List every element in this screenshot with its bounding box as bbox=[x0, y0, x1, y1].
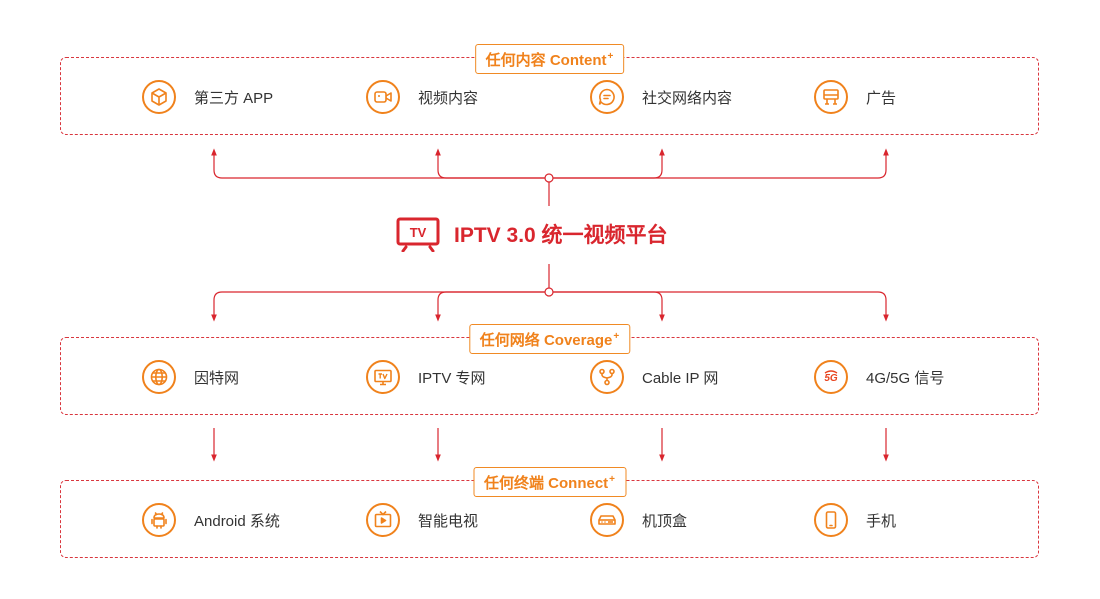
connect-item-android: Android 系统 bbox=[142, 501, 280, 539]
connector-up-3 bbox=[549, 148, 665, 179]
tv-icon: TV bbox=[396, 217, 440, 252]
content-item-label: 社交网络内容 bbox=[642, 89, 733, 107]
content-item-ads: 广告 bbox=[814, 78, 896, 116]
network-node-icon bbox=[590, 360, 624, 394]
coverage-item-label: 因特网 bbox=[194, 369, 240, 387]
connect-item-smart-tv: 智能电视 bbox=[366, 501, 478, 539]
svg-text:5G: 5G bbox=[824, 373, 838, 384]
platform-title: IPTV 3.0 统一视频平台 bbox=[454, 224, 668, 247]
coverage-item-iptv-network: IPTV 专网 bbox=[366, 358, 486, 396]
content-item-label: 视频内容 bbox=[418, 89, 479, 107]
5g-icon: 5G bbox=[814, 360, 848, 394]
content-item-third-party-app: 第三方 APP bbox=[142, 78, 273, 116]
connect-item-mobile: 手机 bbox=[814, 501, 896, 539]
coverage-tag: 任何网络 Coverage+ bbox=[468, 324, 631, 354]
tv-network-icon bbox=[366, 360, 400, 394]
connect-item-set-top-box: 机顶盒 bbox=[590, 501, 687, 539]
coverage-panel: 任何网络 Coverage+ 因特网 IPTV 专网 Cable IP 网 5G… bbox=[60, 324, 1039, 415]
connect-panel: 任何终端 Connect+ Android 系统 智能电视 机顶盒 手机 bbox=[60, 467, 1039, 558]
coverage-item-label: IPTV 专网 bbox=[418, 369, 486, 387]
connector-up-1 bbox=[211, 148, 549, 179]
coverage-item-label: Cable IP 网 bbox=[642, 369, 719, 387]
coverage-item-mobile-signal: 5G 4G/5G 信号 bbox=[814, 358, 944, 396]
junction-bottom bbox=[544, 287, 554, 297]
junction-top bbox=[544, 173, 554, 183]
cube-icon bbox=[142, 80, 176, 114]
coverage-item-internet: 因特网 bbox=[142, 358, 239, 396]
content-panel: 任何内容 Content+ 第三方 APP 视频内容 社交网络内容 广告 bbox=[60, 44, 1039, 135]
connector-up-2 bbox=[435, 148, 549, 179]
connect-item-label: 机顶盒 bbox=[642, 512, 688, 530]
content-tag: 任何内容 Content+ bbox=[474, 44, 625, 74]
connector-up-4 bbox=[549, 148, 889, 179]
connector-down-4 bbox=[549, 291, 889, 322]
content-item-social: 社交网络内容 bbox=[590, 78, 732, 116]
connect-tag: 任何终端 Connect+ bbox=[472, 467, 627, 497]
platform-title-block: TV IPTV 3.0 统一视频平台 bbox=[396, 214, 668, 254]
connector-down-2 bbox=[435, 291, 549, 322]
billboard-icon bbox=[814, 80, 848, 114]
content-item-label: 广告 bbox=[866, 89, 897, 107]
coverage-item-cable-ip: Cable IP 网 bbox=[590, 358, 718, 396]
connect-item-label: Android 系统 bbox=[194, 512, 280, 530]
android-icon bbox=[142, 503, 176, 537]
connector-down-3 bbox=[549, 291, 665, 322]
svg-text:TV: TV bbox=[410, 225, 427, 240]
coverage-item-label: 4G/5G 信号 bbox=[866, 369, 945, 387]
set-top-box-icon bbox=[590, 503, 624, 537]
connect-item-label: 手机 bbox=[866, 512, 897, 530]
content-item-video: 视频内容 bbox=[366, 78, 478, 116]
globe-icon bbox=[142, 360, 176, 394]
video-camera-icon bbox=[366, 80, 400, 114]
chat-bubble-icon bbox=[590, 80, 624, 114]
connector-down-1 bbox=[211, 291, 549, 322]
mobile-phone-icon bbox=[814, 503, 848, 537]
smart-tv-icon bbox=[366, 503, 400, 537]
content-item-label: 第三方 APP bbox=[194, 89, 274, 107]
connect-item-label: 智能电视 bbox=[418, 512, 479, 530]
